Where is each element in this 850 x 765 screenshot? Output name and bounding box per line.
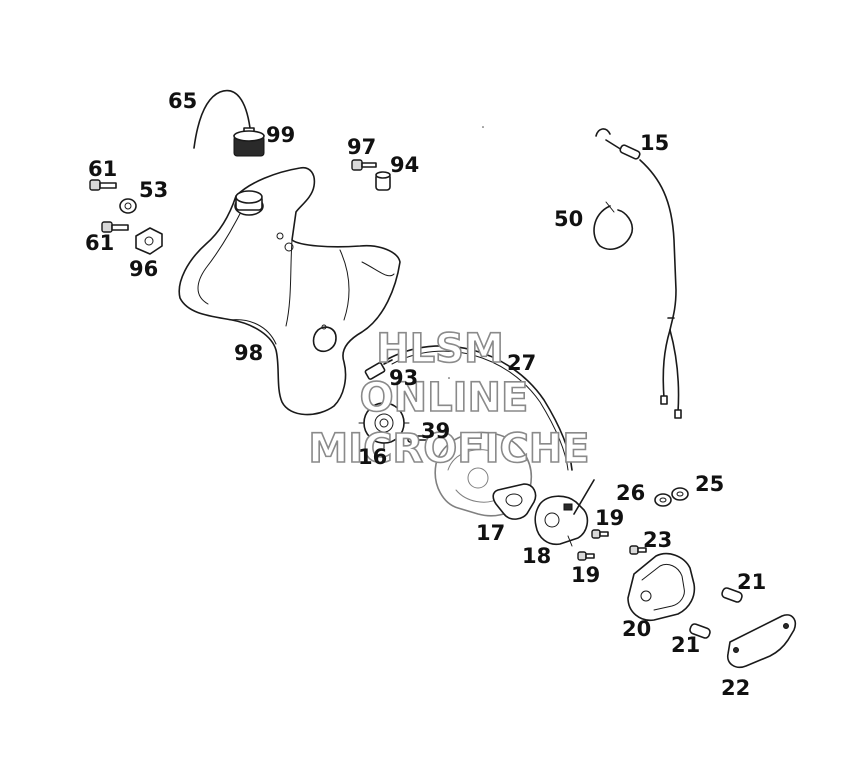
sleeve-21-upper-part (721, 587, 743, 603)
fuel-tank-part (178, 166, 401, 416)
callout-61-upper: 61 (88, 157, 117, 181)
callout-98: 98 (234, 341, 263, 365)
callout-labels: 65 99 97 94 61 53 61 96 98 15 50 27 93 3… (85, 89, 766, 700)
callout-15: 15 (640, 131, 669, 155)
callout-50: 50 (554, 207, 583, 231)
grommet-26-part (654, 493, 672, 507)
rubber-bushing-96-part (135, 227, 163, 255)
screw-39-part (407, 433, 429, 443)
screw-61-lower-part (101, 221, 129, 233)
callout-21-upper: 21 (737, 570, 766, 594)
callout-26: 26 (616, 481, 645, 505)
callout-19-lower: 19 (571, 563, 600, 587)
callout-20: 20 (622, 617, 651, 641)
filter-cover-part (726, 614, 797, 669)
callout-23: 23 (643, 528, 672, 552)
callout-25: 25 (695, 472, 724, 496)
screw-19-upper-part (591, 529, 609, 539)
breather-hose-part (193, 89, 251, 149)
callout-93: 93 (389, 366, 418, 390)
callout-96: 96 (129, 257, 158, 281)
screw-23-part (629, 545, 647, 555)
speck-mark (482, 126, 484, 128)
callout-65: 65 (168, 89, 197, 113)
starter-gear-part (358, 397, 410, 449)
callout-39: 39 (421, 419, 450, 443)
callout-17: 17 (476, 521, 505, 545)
washer-53-part (119, 198, 137, 214)
carburetor-part (534, 479, 595, 547)
callout-94: 94 (390, 153, 419, 177)
screw-97-part (351, 159, 377, 171)
callout-22: 22 (721, 676, 750, 700)
screw-61-upper-part (89, 179, 117, 191)
fuel-hose-part (385, 345, 573, 471)
callout-61-lower: 61 (85, 231, 114, 255)
speck-mark (448, 377, 450, 379)
hose-clamp-part (593, 205, 634, 250)
sleeve-21-lower-part (689, 623, 711, 639)
watermark-line-3: MICROFICHE (308, 426, 589, 472)
callout-53: 53 (139, 178, 168, 202)
choke-cable-part (595, 128, 682, 419)
fuel-cap-part (233, 127, 265, 157)
filter-housing-part (627, 552, 696, 622)
callout-97: 97 (347, 135, 376, 159)
callout-18: 18 (522, 544, 551, 568)
screw-19-lower-part (577, 551, 595, 561)
callout-27: 27 (507, 351, 536, 375)
gasket-part (492, 483, 537, 520)
watermark: HLSM ONLINE MICROFICHE (308, 325, 591, 473)
fuel-tap-part (364, 359, 393, 380)
spacer-94-part (375, 171, 391, 191)
watermark-line-1: HLSM (376, 326, 504, 372)
grommet-25-part (671, 487, 689, 501)
callout-19-upper: 19 (595, 506, 624, 530)
watermark-line-2: ONLINE (360, 375, 529, 421)
callout-21-lower: 21 (671, 633, 700, 657)
callout-16: 16 (358, 445, 387, 469)
callout-99: 99 (266, 123, 295, 147)
